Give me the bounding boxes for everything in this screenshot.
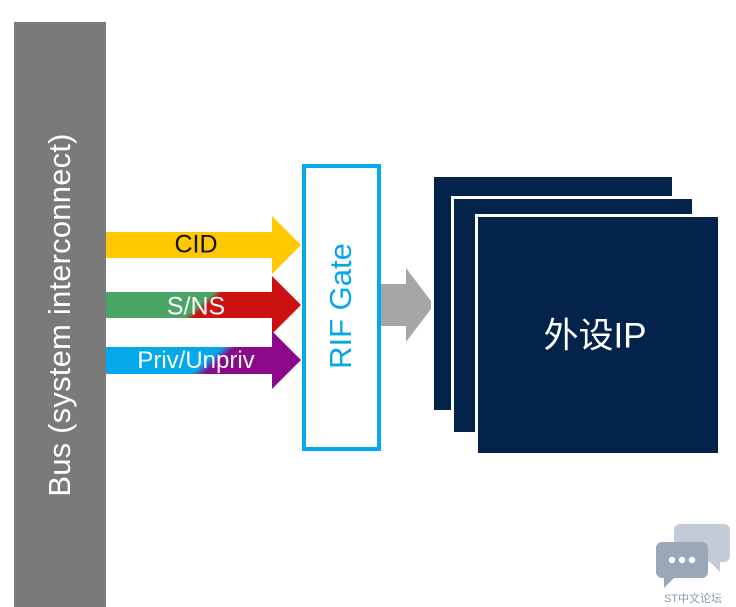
chat-bubbles-icon bbox=[656, 524, 730, 588]
bus-bar bbox=[14, 22, 106, 607]
output-arrow bbox=[378, 268, 434, 342]
priv-label: Priv/Unpriv bbox=[137, 347, 255, 374]
priv-arrow bbox=[106, 331, 301, 389]
sns-arrow bbox=[106, 276, 301, 334]
watermark-text: ST中文论坛 bbox=[663, 593, 723, 605]
cid-label: CID bbox=[174, 230, 218, 259]
peripheral-box-front bbox=[475, 214, 721, 456]
rif-gate-box bbox=[302, 164, 381, 451]
rif-gate-label: RIF Gate bbox=[323, 243, 358, 369]
cid-arrow bbox=[106, 216, 301, 274]
sns-label: S/NS bbox=[166, 292, 226, 321]
peripheral-label: 外设IP bbox=[543, 316, 647, 356]
